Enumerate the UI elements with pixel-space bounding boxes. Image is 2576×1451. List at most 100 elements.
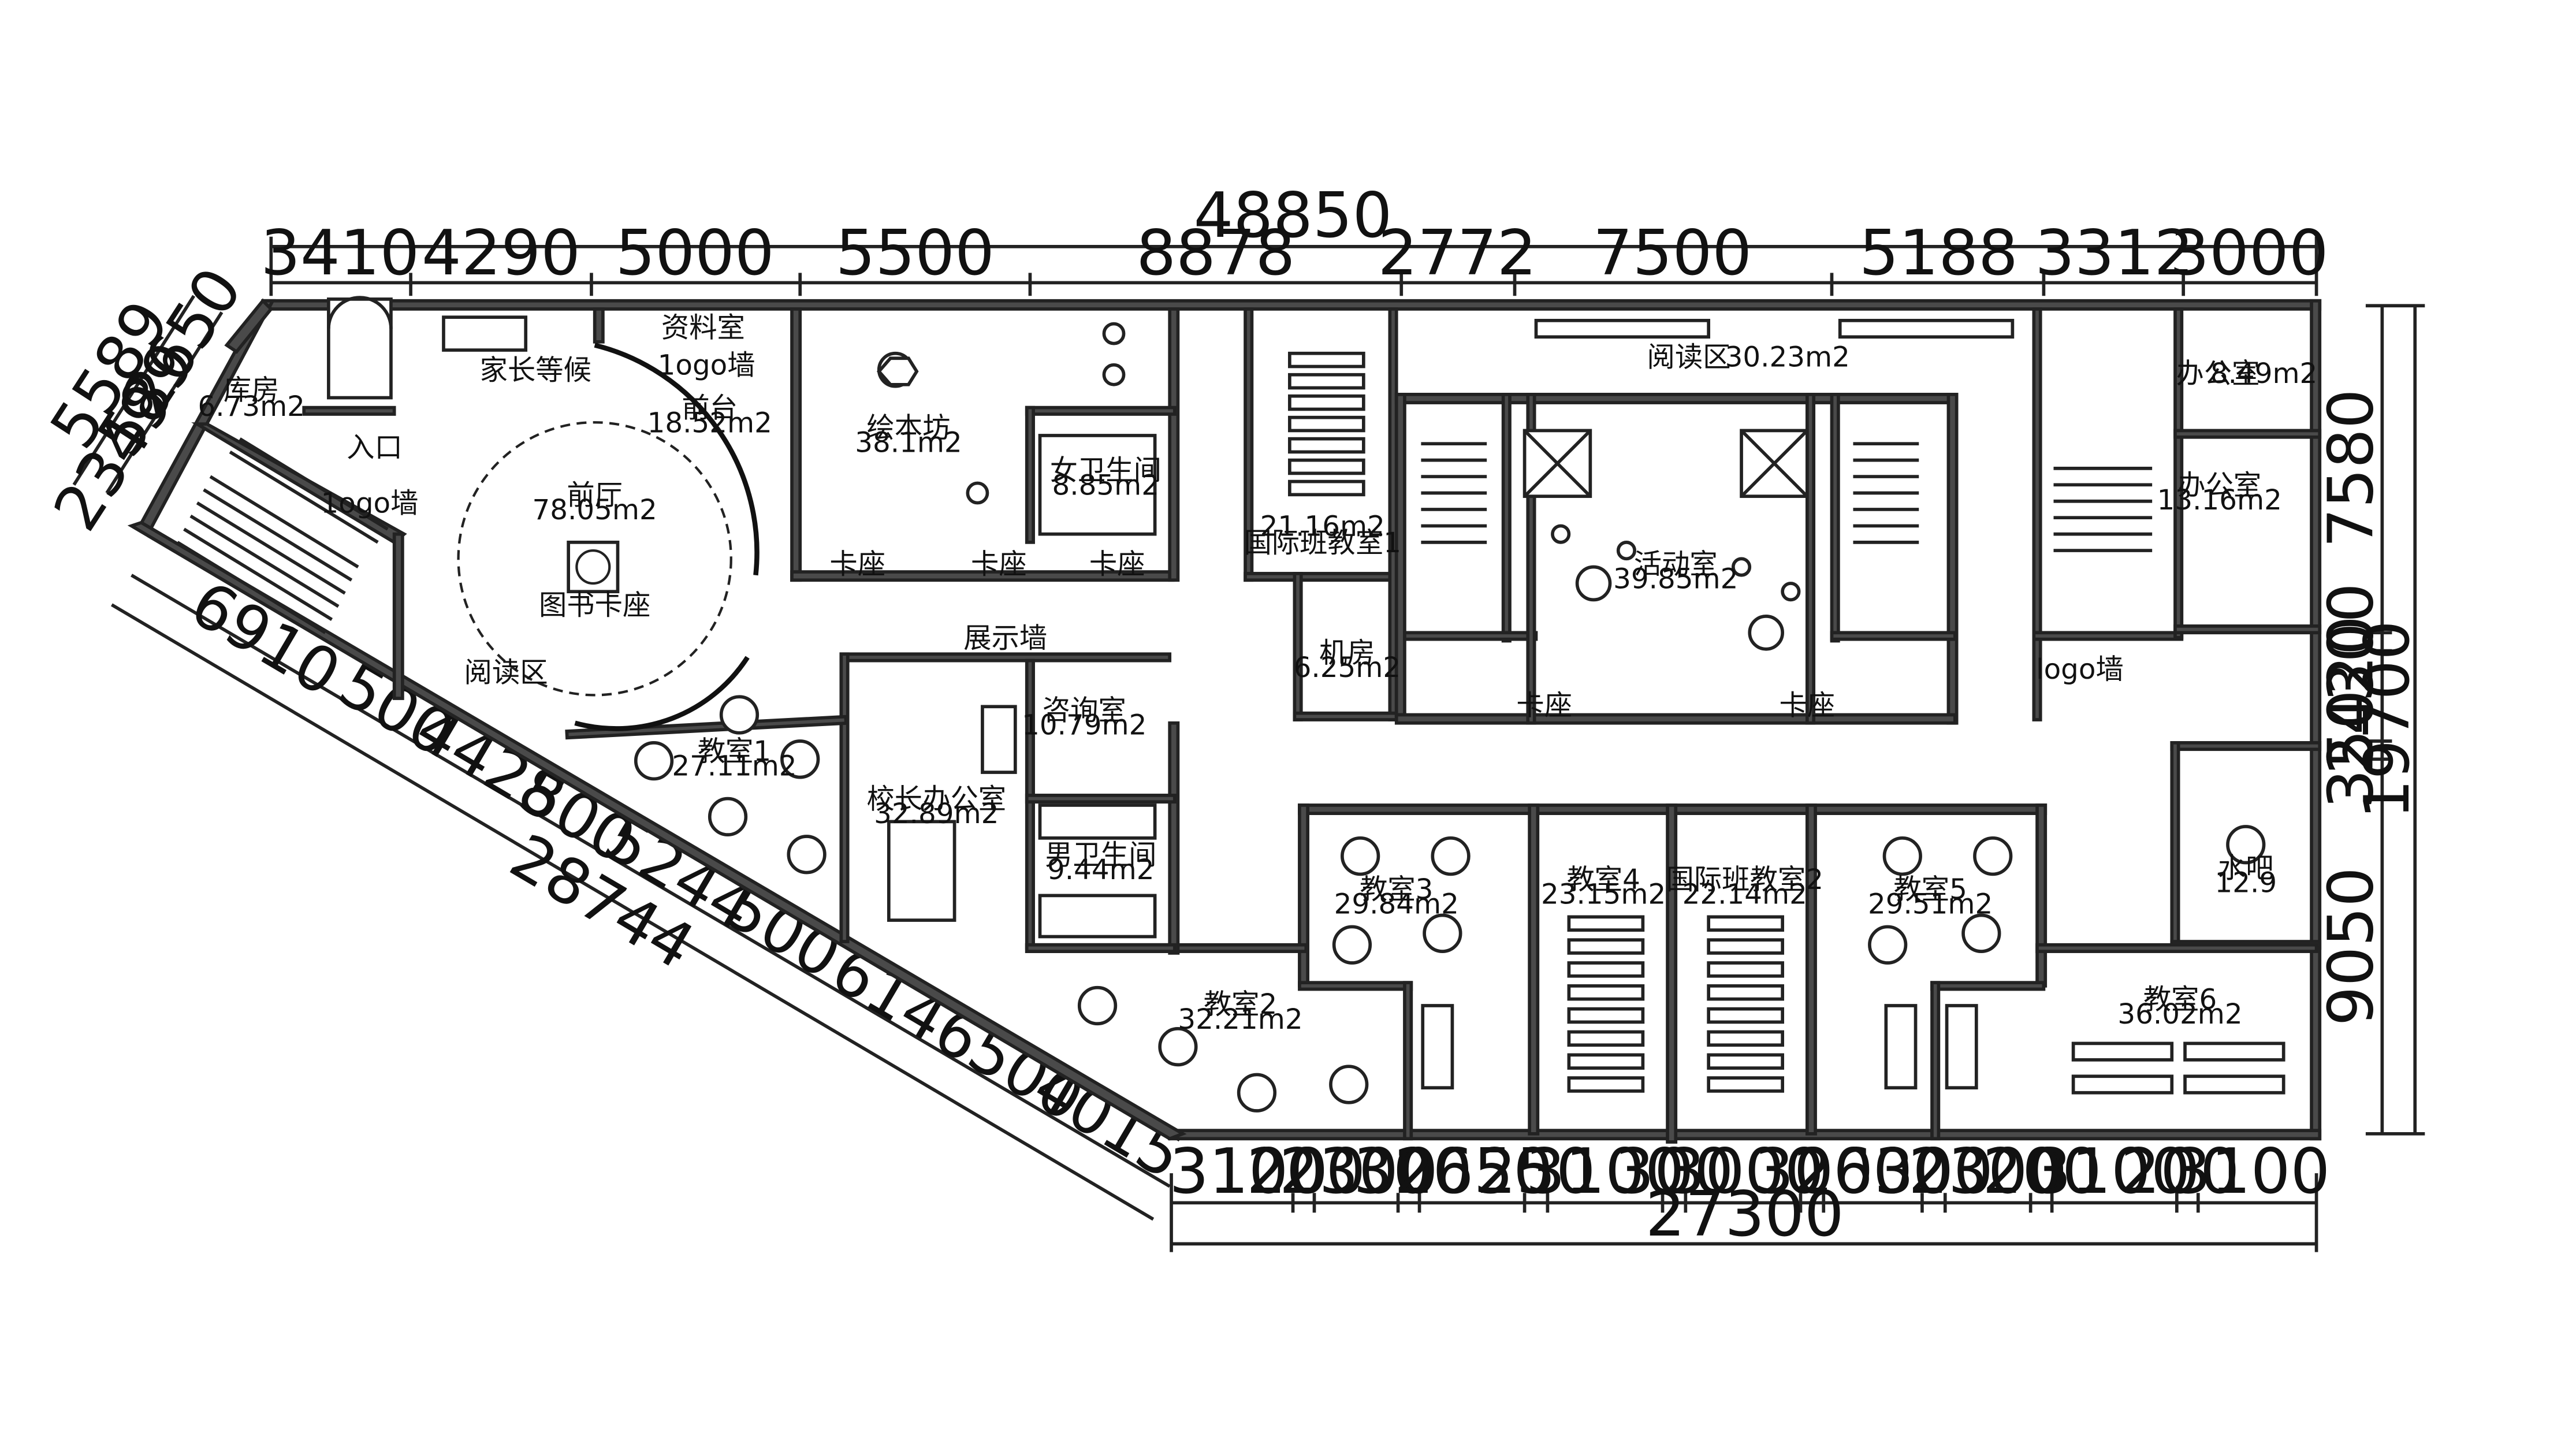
label-classroom-5: 教室5 bbox=[1893, 873, 1967, 906]
dim-top-total: 48850 bbox=[1194, 180, 1393, 252]
label-booth-4: 卡座 bbox=[1516, 690, 1572, 722]
label-male-wc: 男卫生间 bbox=[1045, 839, 1156, 871]
dim-bottom-8: 3000 bbox=[1665, 1136, 1824, 1208]
dim-bottom-12: 2300 bbox=[1908, 1136, 2067, 1208]
dim-top-3: 5500 bbox=[836, 217, 995, 289]
dim-bottom-6: 3100 bbox=[1525, 1136, 1684, 1208]
dim-right-inner-1: 2420 bbox=[2315, 616, 2387, 775]
label-office-small-area: 8.49m2 bbox=[2210, 358, 2318, 390]
dim-bottom-14: 3100 bbox=[2032, 1136, 2191, 1208]
dim-right-total: 19700 bbox=[2351, 620, 2424, 819]
dim-top-5: 2772 bbox=[1378, 217, 1536, 289]
dim-bottom-7: 300 bbox=[1614, 1136, 1733, 1208]
label-water-bar-area: 12.9 bbox=[2214, 867, 2277, 899]
classroom-round-tables bbox=[634, 322, 2266, 1113]
label-office-big-area: 13.16m2 bbox=[2157, 484, 2282, 516]
label-classroom-5-area: 29.51m2 bbox=[1868, 888, 1993, 921]
dim-bottom-4: 2650 bbox=[1394, 1136, 1553, 1208]
label-reading-area-2: 阅读区 bbox=[1647, 341, 1731, 374]
lobby-circle bbox=[457, 343, 760, 731]
dim-right-outer-0: 7580 bbox=[2315, 389, 2387, 548]
right-dimension-lines: 7580 300 2420 350 9050 19700 bbox=[2315, 304, 2425, 1136]
label-activity-area: 39.85m2 bbox=[1613, 563, 1738, 595]
label-intl-class-2-area: 22.14m2 bbox=[1682, 879, 1807, 911]
dim-top-9: 3000 bbox=[2169, 217, 2328, 289]
label-classroom-6-area: 36.02m2 bbox=[2117, 998, 2242, 1030]
top-dimension-lines: 48850 3410 4290 5000 5500 8878 2772 7500… bbox=[260, 180, 2328, 296]
dim-right-inner-2: 350 bbox=[2315, 690, 2387, 809]
label-water-bar: 水吧 bbox=[2218, 852, 2274, 884]
dim-bottom-15: 200 bbox=[2120, 1136, 2239, 1208]
label-classroom-2-area: 32.21m2 bbox=[1178, 1003, 1302, 1036]
label-booth-1: 卡座 bbox=[829, 548, 885, 581]
label-booth-3: 卡座 bbox=[1089, 548, 1145, 581]
dim-top-2: 5000 bbox=[616, 217, 775, 289]
label-lobby: 前厅 bbox=[567, 479, 623, 511]
label-principal: 校长办公室 bbox=[866, 783, 1006, 816]
dim-bottom-16: 3100 bbox=[2171, 1136, 2330, 1208]
label-female-wc-area: 8.85m2 bbox=[1052, 469, 1159, 501]
label-male-wc-area: 9.44m2 bbox=[1047, 854, 1154, 886]
dim-top-1: 4290 bbox=[422, 217, 580, 289]
label-classroom-4-area: 23.15m2 bbox=[1541, 879, 1666, 911]
label-lobby-area: 78.05m2 bbox=[533, 494, 657, 526]
dim-right-inner-0: 300 bbox=[2315, 583, 2387, 702]
dim-diag-8: 4015 bbox=[1021, 1051, 1194, 1193]
dim-bottom-5: 250 bbox=[1476, 1136, 1595, 1208]
label-entrance: 入口 bbox=[347, 431, 403, 464]
dim-bottom-total: 27300 bbox=[1646, 1178, 1844, 1251]
label-logo-wall-front: 1ogo墙 bbox=[658, 349, 755, 382]
label-principal-area: 32.89m2 bbox=[874, 798, 999, 830]
label-logo-wall-right: logo墙 bbox=[2036, 653, 2124, 686]
label-classroom-1: 教室1 bbox=[698, 735, 771, 768]
label-intl-class-1-area: 21.16m2 bbox=[1260, 510, 1385, 542]
interior-walls bbox=[191, 307, 2322, 1144]
label-classroom-1-area: 27.11m2 bbox=[672, 750, 796, 783]
dim-bottom-1: 200 bbox=[1246, 1136, 1365, 1208]
label-classroom-4: 教室4 bbox=[1566, 864, 1640, 896]
dim-top-7: 5188 bbox=[1859, 217, 2018, 289]
entrance-door bbox=[327, 296, 393, 400]
label-booth-5: 卡座 bbox=[1779, 690, 1835, 722]
label-picture-book: 绘本坊 bbox=[866, 412, 950, 444]
label-female-wc: 女卫生间 bbox=[1050, 455, 1162, 487]
dim-top-8: 3312 bbox=[2035, 217, 2194, 289]
desk-rows bbox=[442, 315, 2285, 1095]
label-display-wall: 展示墙 bbox=[963, 622, 1047, 654]
label-reading-area-2-area: 30.23m2 bbox=[1725, 341, 1850, 374]
label-front-desk-area: 18.52m2 bbox=[647, 407, 772, 439]
dim-bottom-0: 3100 bbox=[1169, 1136, 1328, 1208]
dim-bottom-10: 2600 bbox=[1793, 1136, 1952, 1208]
label-logo-wall-left: 1ogo墙 bbox=[321, 488, 419, 520]
dim-top-0: 3410 bbox=[260, 217, 419, 289]
dim-top-4: 8878 bbox=[1136, 217, 1295, 289]
label-classroom-2: 教室2 bbox=[1204, 988, 1277, 1021]
label-picture-book-area: 38.1m2 bbox=[855, 426, 962, 459]
label-classroom-3: 教室3 bbox=[1360, 873, 1433, 906]
label-consult: 咨询室 bbox=[1043, 694, 1126, 727]
label-intl-class-1: 国际班教室1 bbox=[1244, 527, 1401, 559]
dim-bottom-3: 300 bbox=[1353, 1136, 1472, 1208]
label-storage-area: 6.73m2 bbox=[198, 390, 305, 423]
label-consult-area: 10.79m2 bbox=[1022, 709, 1146, 742]
dim-top-6: 7500 bbox=[1593, 217, 1752, 289]
label-reading-area: 阅读区 bbox=[464, 657, 548, 689]
label-classroom-3-area: 29.84m2 bbox=[1334, 888, 1459, 921]
dim-bottom-9: 300 bbox=[1754, 1136, 1873, 1208]
dim-bottom-11: 300 bbox=[1874, 1136, 1993, 1208]
label-intl-class-2: 国际班教室2 bbox=[1666, 864, 1823, 896]
room-labels: 库房 6.73m2 入口 1ogo墙 家长等候 资料室 1ogo墙 前台 18.… bbox=[198, 311, 2317, 1035]
label-machine-room: 机房 bbox=[1319, 637, 1375, 669]
bottom-dimension-lines: 3100 200 2300 300 2650 250 3100 300 3000… bbox=[1169, 1136, 2330, 1252]
dim-bottom-13: 200 bbox=[1982, 1136, 2101, 1208]
label-activity: 活动室 bbox=[1634, 548, 1718, 581]
dim-right-outer-1: 9050 bbox=[2315, 867, 2387, 1026]
label-booth-2: 卡座 bbox=[971, 548, 1027, 581]
label-reference: 资料室 bbox=[661, 311, 745, 344]
label-parent-wait: 家长等候 bbox=[480, 354, 591, 386]
dim-bottom-2: 2300 bbox=[1279, 1136, 1438, 1208]
label-office-big: 办公室 bbox=[2177, 469, 2261, 501]
label-machine-room-area: 6.25m2 bbox=[1294, 652, 1401, 684]
label-office-small: 办公室 bbox=[2176, 358, 2259, 390]
